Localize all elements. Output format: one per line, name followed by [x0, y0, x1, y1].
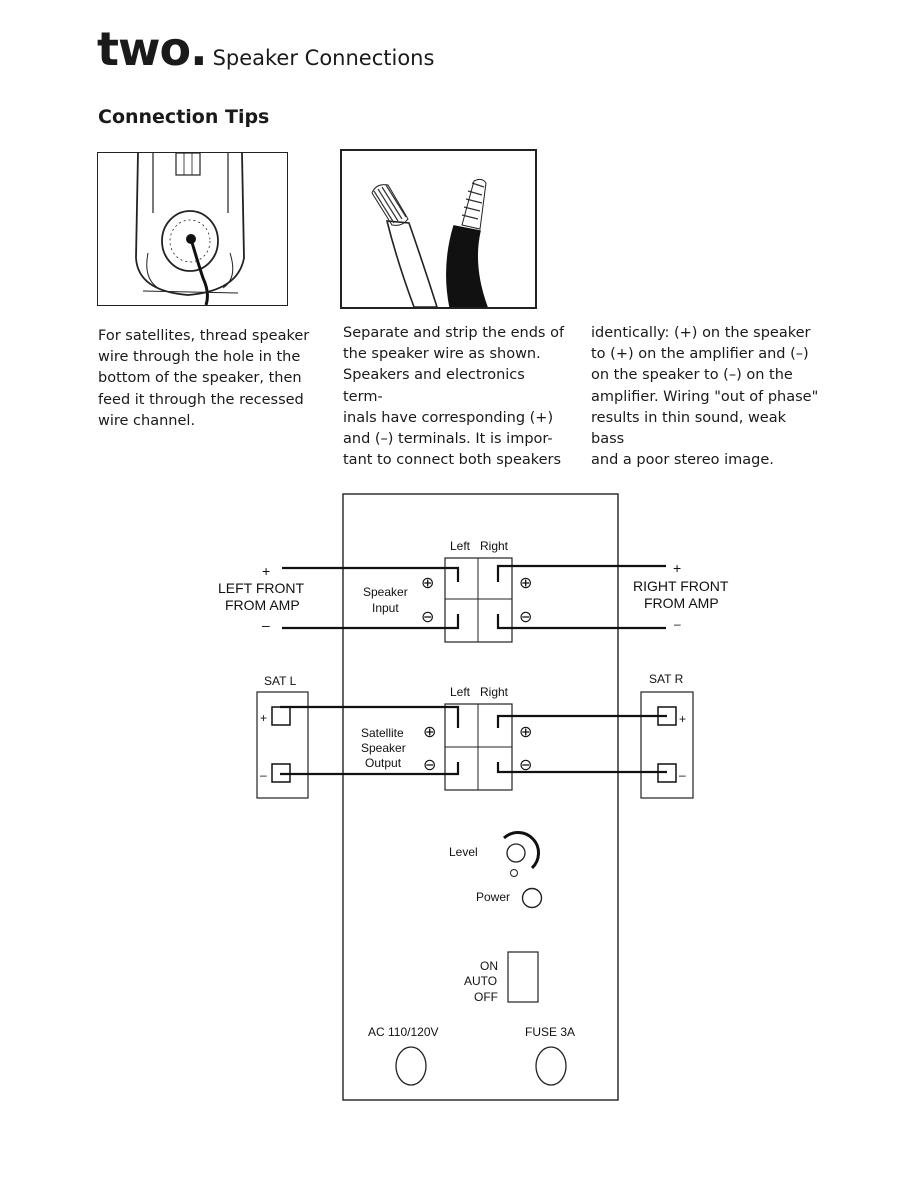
output-minus-right-icon: ⊖: [519, 757, 532, 774]
right-front-plus-wire: [496, 564, 666, 582]
page-header: two.Speaker Connections: [97, 22, 434, 76]
left-front-label-line1: LEFT FRONT: [218, 580, 305, 596]
fuse-holder-icon: [535, 1046, 567, 1086]
sat-l-minus: –: [260, 768, 267, 782]
rear-panel: [342, 493, 619, 1101]
input-minus-right-icon: ⊖: [519, 609, 532, 626]
speaker-input-line2: Input: [372, 601, 399, 615]
input-plus-right-icon: ⊕: [519, 575, 532, 592]
ac-inlet-icon: [395, 1046, 427, 1086]
switch-auto-label: AUTO: [464, 974, 497, 988]
input-left-label: Left: [450, 539, 471, 553]
right-front-label-line1: RIGHT FRONT: [633, 578, 729, 594]
left-front-minus: –: [262, 617, 270, 633]
sat-r-plus: +: [679, 712, 686, 726]
output-right-label: Right: [480, 685, 509, 699]
power-mode-switch: [507, 951, 539, 1003]
text-column-2: Separate and strip the ends of the speak…: [343, 323, 568, 471]
satellite-output-line3: Output: [365, 756, 402, 770]
tip-satellite-wiring: For satellites, thread speaker wire thro…: [98, 328, 310, 429]
sat-l-plus: +: [260, 711, 267, 725]
satellite-output-line2: Speaker: [361, 741, 406, 755]
sat-l-minus-wire: [280, 762, 460, 776]
wire-ends-drawing: [371, 178, 488, 307]
stripped-wire-illustration: [340, 149, 537, 309]
input-plus-left-icon: ⊕: [421, 575, 434, 592]
text-column-3: identically: (+) on the speaker to (+) o…: [591, 323, 821, 471]
level-label: Level: [449, 845, 478, 859]
fuse-label: FUSE 3A: [525, 1025, 575, 1039]
level-arc-icon: [502, 831, 540, 870]
switch-off-label: OFF: [474, 990, 498, 1004]
satellite-output-line1: Satellite: [361, 726, 404, 740]
satellite-wire-illustration: [97, 152, 288, 306]
section-title: Connection Tips: [98, 106, 270, 128]
right-front-label-line2: FROM AMP: [644, 595, 719, 611]
tip-phase: identically: (+) on the speaker to (+) o…: [591, 325, 819, 469]
right-front-minus-wire: [496, 614, 666, 630]
chapter-number: two.: [97, 22, 208, 76]
output-minus-left-icon: ⊖: [423, 757, 436, 774]
left-front-minus-wire: [282, 614, 460, 630]
tip-strip-wire: Separate and strip the ends of the speak…: [343, 325, 565, 469]
text-column-1: For satellites, thread speaker wire thro…: [98, 326, 318, 432]
left-front-plus: +: [262, 563, 270, 579]
ac-input-label: AC 110/120V: [368, 1025, 439, 1039]
right-front-minus: –: [674, 617, 681, 631]
switch-on-label: ON: [480, 959, 498, 973]
sat-l-plus-wire: [280, 705, 460, 728]
sat-r-minus-wire: [496, 762, 667, 774]
speaker-input-line1: Speaker: [363, 585, 408, 599]
sat-r-label: SAT R: [649, 672, 684, 686]
sat-l-box: [256, 691, 309, 799]
sat-r-plus-wire: [496, 714, 667, 728]
sat-r-minus: –: [679, 768, 686, 782]
wiring-diagram: Left Right Speaker Input ⊕ ⊖ ⊕ ⊖ + LEFT …: [218, 493, 729, 1101]
output-plus-left-icon: ⊕: [423, 724, 436, 741]
chapter-title: Speaker Connections: [212, 46, 435, 70]
sat-r-box: [640, 691, 694, 799]
sat-l-label: SAT L: [264, 674, 297, 688]
left-front-plus-wire: [282, 566, 460, 582]
level-knob-icon: [506, 843, 526, 863]
power-label: Power: [476, 890, 510, 904]
input-right-label: Right: [480, 539, 509, 553]
satellite-speaker-drawing: [135, 153, 245, 305]
left-front-label-line2: FROM AMP: [225, 597, 300, 613]
output-plus-right-icon: ⊕: [519, 724, 532, 741]
output-left-label: Left: [450, 685, 471, 699]
right-front-plus: +: [673, 560, 681, 576]
power-indicator-icon: [521, 887, 543, 909]
input-minus-left-icon: ⊖: [421, 609, 434, 626]
